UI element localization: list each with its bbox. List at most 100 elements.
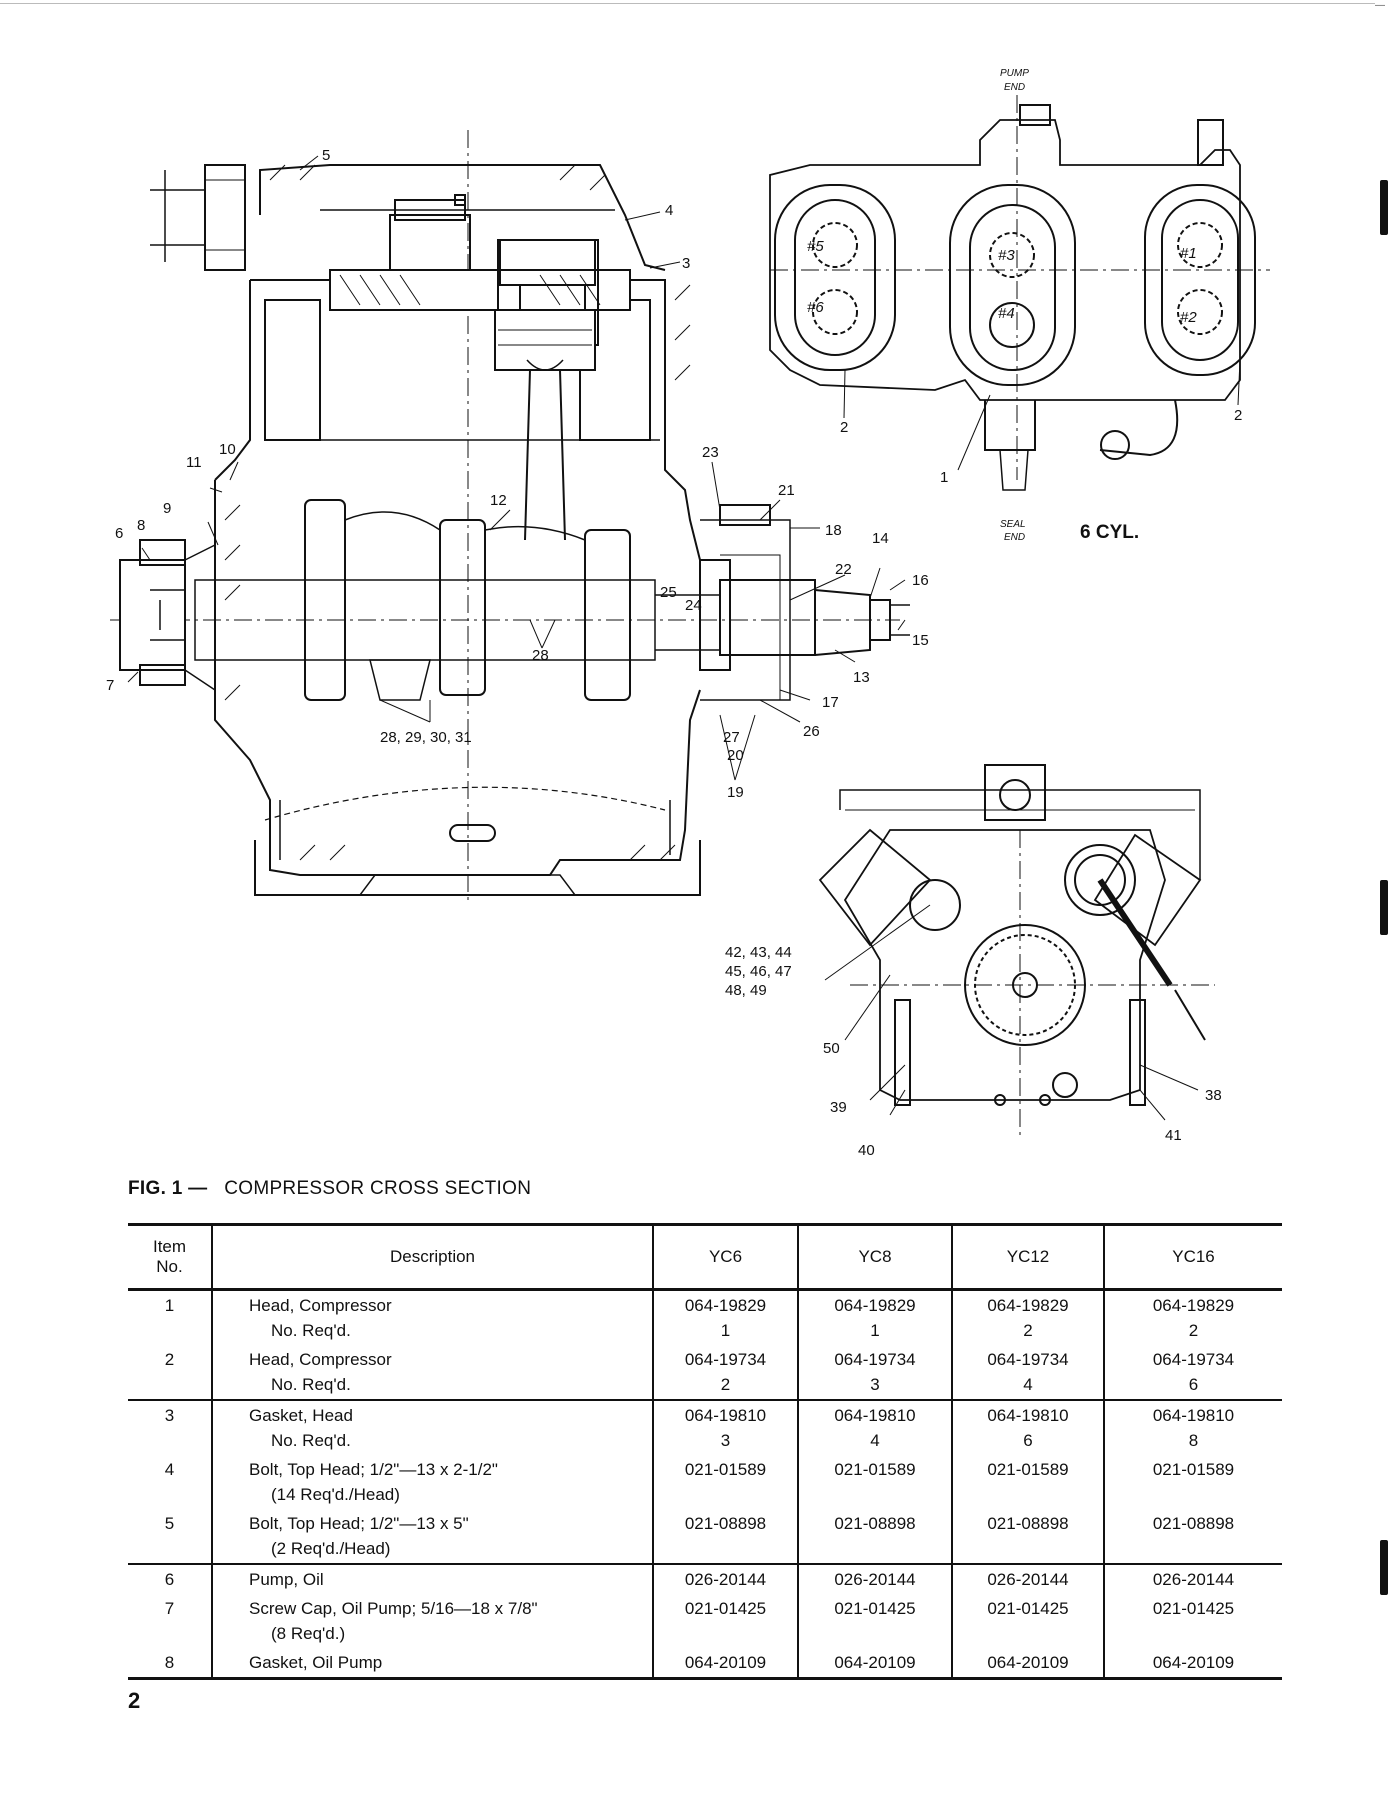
part-yc16: 021-01589 xyxy=(1103,1455,1282,1509)
callout-41: 41 xyxy=(1165,1127,1182,1144)
seal-end-line-1: SEAL xyxy=(1000,519,1026,530)
description-subtext: No. Req'd. xyxy=(271,1431,351,1450)
callout-11: 11 xyxy=(186,454,202,471)
quantity-required: 6 xyxy=(1023,1431,1033,1450)
header-yc6: YC6 xyxy=(652,1223,798,1291)
callout-19: 19 xyxy=(727,784,744,801)
part-number: 021-01425 xyxy=(834,1599,916,1618)
quantity-required: 3 xyxy=(870,1375,880,1394)
part-number: 021-01589 xyxy=(834,1460,916,1479)
quantity-required: 8 xyxy=(1188,1431,1199,1450)
part-number: 064-19734 xyxy=(987,1350,1069,1369)
description-text: Head, Compressor xyxy=(249,1350,392,1369)
item-description: Bolt, Top Head; 1/2"—13 x 5"(2 Req'd./He… xyxy=(211,1509,653,1565)
callout-top-2-right: 2 xyxy=(1234,407,1242,424)
callout-8: 8 xyxy=(137,517,145,534)
figure-caption: FIG. 1 — COMPRESSOR CROSS SECTION xyxy=(128,1178,531,1200)
part-yc8: 064-19810 4 xyxy=(797,1400,952,1455)
part-number: 064-20109 xyxy=(1152,1653,1235,1672)
item-description: Bolt, Top Head; 1/2"—13 x 2-1/2"(14 Req'… xyxy=(211,1455,653,1509)
part-number: 021-01425 xyxy=(684,1599,767,1618)
pump-end-line-1: PUMP xyxy=(1000,68,1029,79)
part-yc6: 064-19829 1 xyxy=(652,1289,798,1345)
description-text: Screw Cap, Oil Pump; 5/16—18 x 7/8" xyxy=(249,1599,538,1618)
part-number: 021-01425 xyxy=(1152,1599,1235,1618)
item-description: Screw Cap, Oil Pump; 5/16—18 x 7/8"(8 Re… xyxy=(211,1594,653,1648)
callout-18: 18 xyxy=(825,522,842,539)
table-row: 4 Bolt, Top Head; 1/2"—13 x 2-1/2"(14 Req… xyxy=(128,1455,1282,1509)
callout-12: 12 xyxy=(490,492,507,509)
callout-20: 20 xyxy=(727,747,744,764)
part-number: 064-19810 xyxy=(834,1406,916,1425)
part-number: 064-20109 xyxy=(834,1653,916,1672)
description-subtext: (2 Req'd./Head) xyxy=(271,1539,391,1558)
part-yc12: 026-20144 xyxy=(951,1564,1104,1594)
part-yc12: 064-20109 xyxy=(951,1648,1104,1680)
handwritten-marks: PUMP END SEAL END #5 #6 #3 #4 #1 #2 xyxy=(807,68,1197,543)
callout-45-47: 45, 46, 47 xyxy=(725,963,792,980)
part-yc6: 064-20109 xyxy=(652,1648,798,1680)
header-yc16: YC16 xyxy=(1103,1223,1282,1291)
part-number: 026-20144 xyxy=(987,1570,1069,1589)
description-text: Gasket, Oil Pump xyxy=(249,1653,383,1672)
part-number: 021-08898 xyxy=(987,1514,1069,1533)
part-number: 026-20144 xyxy=(834,1570,916,1589)
callout-24: 24 xyxy=(685,597,702,614)
compressor-drawings: 5 4 3 23 21 18 14 22 16 15 13 17 26 27 2… xyxy=(106,68,1270,1159)
callout-15: 15 xyxy=(912,632,929,649)
item-number: 4 xyxy=(164,1460,175,1479)
quantity-required: 3 xyxy=(720,1431,731,1450)
quantity-required: 2 xyxy=(720,1375,731,1394)
part-number: 064-20109 xyxy=(684,1653,767,1672)
quantity-required: 2 xyxy=(1188,1321,1199,1340)
part-number: 026-20144 xyxy=(684,1570,767,1589)
side-cross-section xyxy=(110,130,910,900)
part-number: 021-08898 xyxy=(1152,1514,1235,1533)
callout-4: 4 xyxy=(665,202,673,219)
part-number: 064-19734 xyxy=(834,1350,916,1369)
header-yc12: YC12 xyxy=(951,1223,1104,1291)
revision-bar-2 xyxy=(1380,880,1388,935)
part-number: 021-01425 xyxy=(987,1599,1069,1618)
quantity-required: 1 xyxy=(870,1321,880,1340)
part-number: 064-19829 xyxy=(684,1296,767,1315)
part-number: 021-08898 xyxy=(834,1514,916,1533)
part-number: 064-19829 xyxy=(834,1296,916,1315)
callout-top-1: 1 xyxy=(940,469,948,486)
callout-17: 17 xyxy=(822,694,839,711)
revision-bar-3 xyxy=(1380,1540,1388,1595)
description-subtext: No. Req'd. xyxy=(271,1375,351,1394)
part-number: 021-01589 xyxy=(1152,1460,1235,1479)
part-yc6: 021-01425 xyxy=(652,1594,798,1648)
item-number: 6 xyxy=(164,1570,175,1589)
page-number: 2 xyxy=(128,1688,141,1713)
part-number: 064-19829 xyxy=(1152,1296,1235,1315)
cyl-mark-6: #6 xyxy=(807,299,824,316)
part-number: 021-01589 xyxy=(684,1460,767,1479)
part-yc8: 026-20144 xyxy=(797,1564,952,1594)
callout-38: 38 xyxy=(1205,1087,1222,1104)
callout-5: 5 xyxy=(322,147,330,164)
callout-26: 26 xyxy=(803,723,820,740)
item-number: 5 xyxy=(128,1509,212,1565)
quantity-required: 6 xyxy=(1188,1375,1199,1394)
item-description: Pump, Oil xyxy=(211,1564,653,1594)
cyl-mark-2: #2 xyxy=(1180,309,1197,326)
quantity-required: 4 xyxy=(870,1431,880,1450)
part-number: 064-19810 xyxy=(987,1406,1069,1425)
quantity-required: 1 xyxy=(720,1321,731,1340)
part-yc12: 064-19810 6 xyxy=(951,1400,1104,1455)
